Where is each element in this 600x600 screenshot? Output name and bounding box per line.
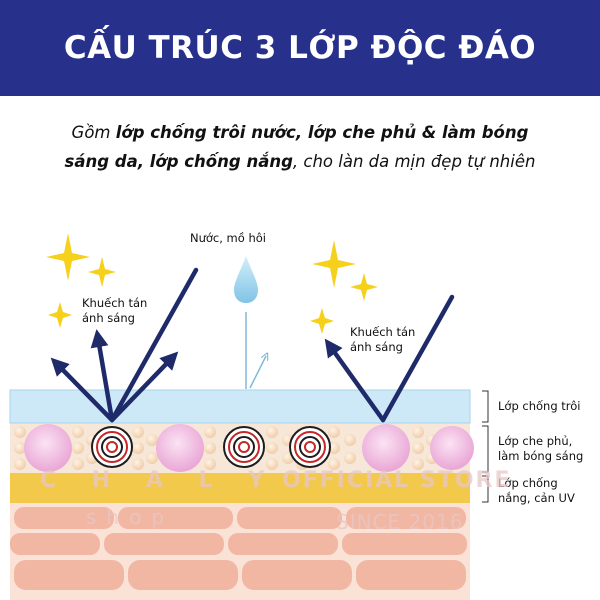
layer-brackets (482, 390, 489, 503)
watermark-since: SINCE 2016 (336, 510, 464, 534)
light-arrows-right (324, 294, 455, 423)
spiral-particles (91, 426, 331, 468)
layer-label-sunscreen: Lớp chống nắng, cản UV (498, 476, 575, 505)
sparkle-icons (46, 233, 378, 334)
water-bounce-arrow (249, 356, 266, 389)
water-drop-icon (234, 256, 258, 303)
scatter-label-right: Khuếch tán ánh sáng (350, 325, 416, 354)
watermark-shop: shop (86, 505, 175, 529)
intro-bold: lớp chống trôi nước, lớp che phủ & làm b… (64, 123, 529, 171)
cover-layer (10, 423, 474, 473)
water-label: Nước, mồ hôi (190, 231, 266, 245)
light-arrows-left (50, 267, 199, 423)
sunscreen-layer (10, 473, 470, 503)
scatter-label-left: Khuếch tán ánh sáng (82, 296, 148, 325)
watermark-brand: C H A L Y (40, 468, 279, 493)
waterproof-layer (9, 389, 471, 424)
layer-label-waterproof: Lớp chống trôi (498, 399, 581, 413)
page-title: CẤU TRÚC 3 LỚP ĐỘC ĐÁO (63, 30, 537, 66)
intro-part1: Gồm (71, 123, 116, 142)
header-banner: CẤU TRÚC 3 LỚP ĐỘC ĐÁO (0, 0, 600, 96)
skin-layer (10, 503, 470, 600)
watermark-store: OFFICIAL STORE (282, 468, 512, 493)
intro-part2: , cho làn da mịn đẹp tự nhiên (292, 152, 536, 171)
intro-text: Gồm lớp chống trôi nước, lớp che phủ & l… (60, 118, 540, 176)
layer-label-cover: Lớp che phủ, làm bóng sáng (498, 434, 584, 463)
